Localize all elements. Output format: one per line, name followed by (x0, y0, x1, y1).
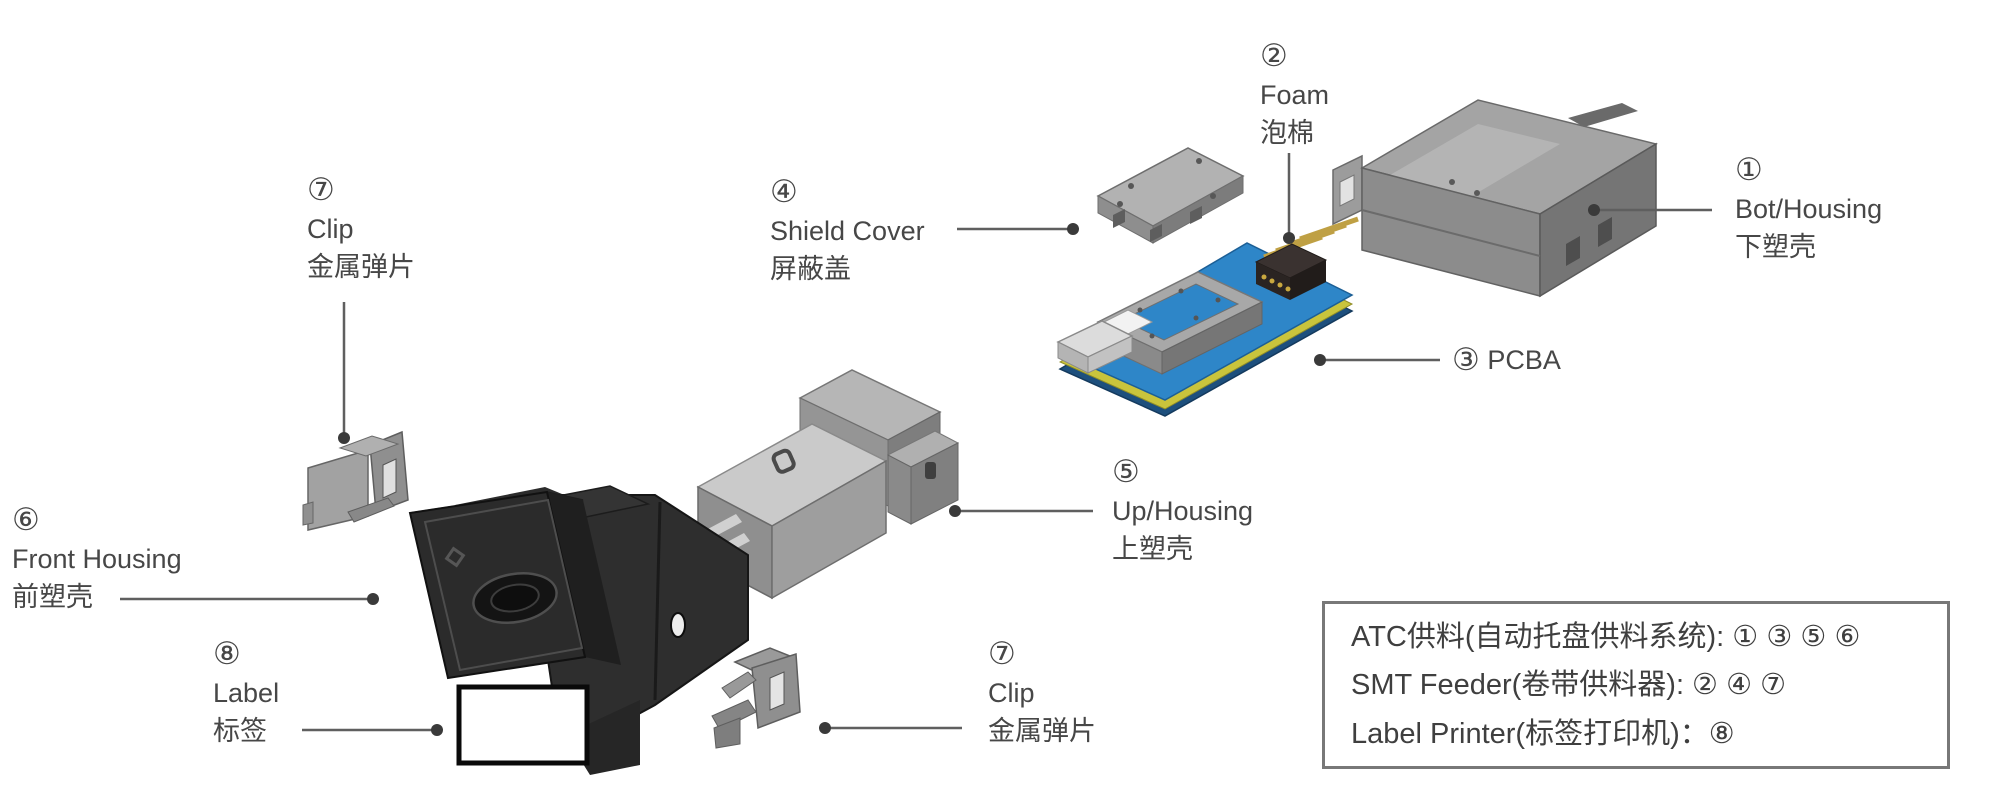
callout-bot-housing: ① Bot/Housing 下塑壳 (1735, 150, 1882, 266)
callout-bot-housing-name-en: Bot/Housing (1735, 194, 1883, 224)
callout-label-number: ⑧ (213, 636, 241, 671)
callout-up-housing-number: ⑤ (1112, 454, 1140, 489)
callout-label: ⑧ Label 标签 (213, 634, 279, 750)
part-clip-top (302, 430, 409, 531)
callout-pcba-name-en: PCBA (1487, 345, 1561, 375)
part-label-sticker (456, 684, 590, 766)
callout-clip-top-name-en: Clip (307, 214, 354, 244)
callout-up-housing: ⑤ Up/Housing 上塑壳 (1112, 452, 1253, 568)
legend-line-smt-feeder: SMT Feeder(卷带供料器): ② ④ ⑦ (1351, 669, 1787, 701)
callout-front-housing-name-en: Front Housing (12, 544, 182, 574)
legend-line-atc-feed: ATC供料(自动托盘供料系统): ① ③ ⑤ ⑥ (1351, 620, 1861, 653)
callout-label-name-zh: 标签 (213, 716, 267, 746)
callout-foam-number: ② (1260, 38, 1288, 73)
callout-bot-housing-number: ① (1735, 152, 1763, 187)
callout-front-housing-name-zh: 前塑壳 (12, 582, 93, 612)
part-front-housing (408, 485, 749, 775)
part-bot-housing (1332, 99, 1658, 298)
callout-pcba-number: ③ (1452, 342, 1480, 377)
callout-clip-top-name-zh: 金属弹片 (307, 252, 415, 282)
callout-front-housing: ⑥ Front Housing 前塑壳 (12, 500, 182, 616)
callout-clip-top-number: ⑦ (307, 172, 335, 207)
callout-clip-bottom-name-zh: 金属弹片 (988, 716, 1096, 746)
callout-foam-name-en: Foam (1260, 80, 1330, 110)
callout-front-housing-number: ⑥ (12, 502, 40, 537)
part-clip-bottom (711, 647, 801, 749)
callout-shield-cover-name-en: Shield Cover (770, 216, 925, 246)
part-up-housing (696, 369, 960, 600)
callout-foam-name-zh: 泡棉 (1260, 118, 1314, 148)
callout-pcba: ③ PCBA (1452, 340, 1561, 380)
callout-up-housing-name-en: Up/Housing (1112, 496, 1254, 526)
part-pcba (1056, 216, 1359, 417)
callout-shield-cover-name-zh: 屏蔽盖 (770, 254, 851, 284)
callout-shield-cover-number: ④ (770, 174, 798, 209)
leader-lines (120, 153, 1712, 732)
callout-bot-housing-name-zh: 下塑壳 (1735, 232, 1816, 262)
callout-clip-bottom: ⑦ Clip 金属弹片 (988, 634, 1096, 750)
callout-clip-top: ⑦ Clip 金属弹片 (307, 170, 415, 286)
callout-shield-cover: ④ Shield Cover 屏蔽盖 (770, 172, 925, 288)
callout-clip-bottom-number: ⑦ (988, 636, 1016, 671)
callout-clip-bottom-name-en: Clip (988, 678, 1035, 708)
legend-line-label-printer: Label Printer(标签打印机)：⑧ (1351, 717, 1735, 750)
feeder-legend-box: ATC供料(自动托盘供料系统): ① ③ ⑤ ⑥ SMT Feeder(卷带供料… (1322, 601, 1950, 769)
callout-up-housing-name-zh: 上塑壳 (1112, 534, 1193, 564)
callout-label-name-en: Label (213, 678, 280, 708)
part-shield-cover (1096, 147, 1245, 244)
callout-foam: ② Foam 泡棉 (1260, 36, 1329, 152)
leader-dots (338, 204, 1600, 736)
